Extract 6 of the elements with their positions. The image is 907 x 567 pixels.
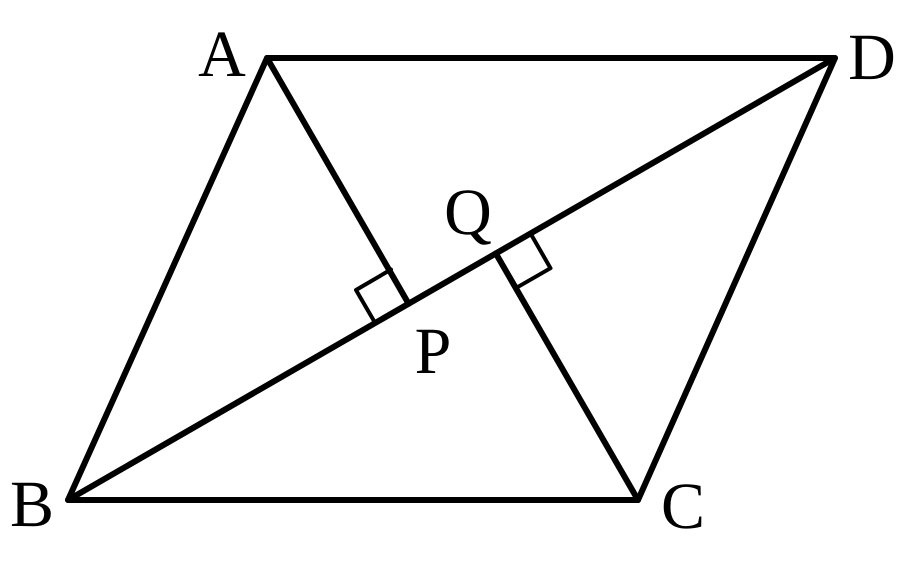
point-label: Q (444, 180, 492, 246)
point-label: P (414, 319, 452, 385)
point-label: D (848, 25, 896, 91)
point-label: B (10, 472, 54, 538)
point-label: A (198, 22, 246, 88)
point-label: C (660, 474, 706, 540)
